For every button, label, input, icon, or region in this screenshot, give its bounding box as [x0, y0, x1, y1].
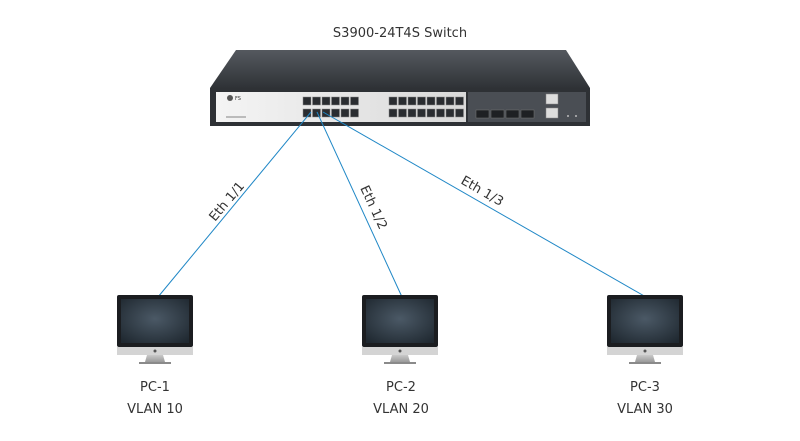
rj45-port	[417, 108, 426, 118]
rj45-port	[445, 96, 455, 106]
pc-1-label: PC-1 VLAN 10	[127, 377, 183, 421]
pc-1-name: PC-1	[140, 380, 170, 395]
brand-label: FS	[235, 96, 241, 102]
pc-3-vlan: VLAN 30	[617, 402, 673, 417]
link-label-eth-1-1: Eth 1/1	[207, 179, 248, 224]
rj45-port	[350, 96, 359, 106]
rj45-port	[445, 108, 455, 118]
rj45-port	[426, 108, 436, 118]
rj45-port	[350, 108, 359, 118]
rj45-port	[407, 96, 417, 106]
status-led-icon	[567, 115, 569, 117]
sfp-port	[490, 109, 505, 119]
rj45-port	[331, 108, 340, 118]
switch-front-panel	[216, 92, 466, 122]
rj45-port	[312, 96, 321, 106]
rj45-port	[302, 96, 312, 106]
rj45-port	[388, 96, 398, 106]
pc-3-name: PC-3	[630, 380, 660, 395]
rj45-port	[407, 108, 417, 118]
pc-2-vlan: VLAN 20	[373, 402, 429, 417]
rj45-port	[321, 96, 331, 106]
pc-1-monitor-icon	[117, 295, 193, 364]
sfp-port	[475, 109, 490, 119]
pc-2-name: PC-2	[386, 380, 416, 395]
rj45-port	[436, 108, 445, 118]
rj45-port	[312, 108, 321, 118]
sfp-port	[520, 109, 535, 119]
rj45-port	[388, 108, 398, 118]
pc-3-monitor-icon	[607, 295, 683, 364]
rj45-port	[417, 96, 426, 106]
pc-1-vlan: VLAN 10	[127, 402, 183, 417]
link-label-eth-1-3: Eth 1/3	[458, 173, 506, 209]
link-eth-1-1	[157, 111, 312, 298]
switch-title: S3900-24T4S Switch	[332, 26, 468, 41]
pc-2-label: PC-2 VLAN 20	[373, 377, 429, 421]
brand-logo-icon	[227, 95, 233, 101]
rj45-port	[340, 108, 350, 118]
link-eth-1-2	[316, 111, 403, 298]
rj45-port-group	[302, 96, 464, 118]
rj45-port	[321, 108, 331, 118]
rj45-port	[455, 96, 464, 106]
sfp-port-group	[475, 109, 535, 119]
rj45-port	[455, 108, 464, 118]
console-port	[545, 93, 559, 105]
switch-device: FS	[210, 50, 590, 126]
switch-top-face	[210, 50, 590, 88]
pc-3-label: PC-3 VLAN 30	[617, 377, 673, 421]
mgmt-port	[545, 107, 559, 119]
model-strip	[226, 116, 246, 118]
rj45-port	[331, 96, 340, 106]
rj45-port	[426, 96, 436, 106]
status-led-icon	[575, 115, 577, 117]
rj45-port	[398, 96, 407, 106]
rj45-port	[340, 96, 350, 106]
link-eth-1-3	[322, 111, 647, 298]
pc-2-monitor-icon	[362, 295, 438, 364]
sfp-port	[505, 109, 520, 119]
rj45-port	[398, 108, 407, 118]
rj45-port	[436, 96, 445, 106]
